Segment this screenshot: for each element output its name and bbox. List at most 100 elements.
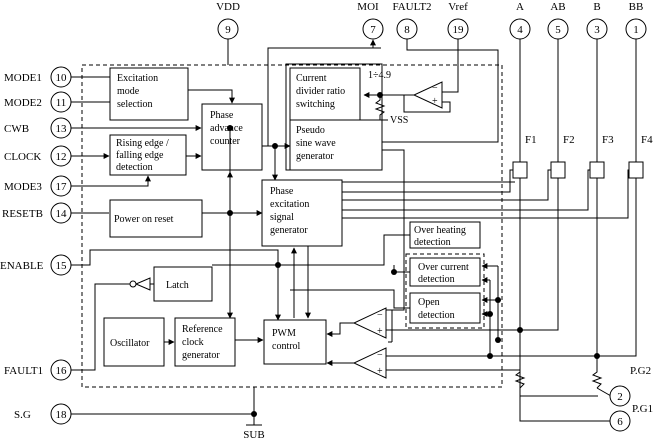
vss-label: VSS xyxy=(390,115,408,126)
pin-fault1-label: FAULT1 xyxy=(4,365,43,377)
svg-text:Phase: Phase xyxy=(270,186,294,197)
pin-mode3: MODE3 17 xyxy=(4,175,151,197)
pin-b-label: B xyxy=(593,1,600,13)
fet-f1-label: F1 xyxy=(525,134,537,146)
pseudo-sine-block: Pseudo sine wave generator xyxy=(289,119,383,171)
pin-sg-number: 18 xyxy=(56,409,68,421)
svg-text:detection: detection xyxy=(414,237,451,248)
comparator-a xyxy=(352,307,387,339)
pin-cwb: CWB 13 xyxy=(4,117,202,139)
svg-text:counter: counter xyxy=(210,136,241,147)
latch-inverter xyxy=(134,277,151,291)
pin-vdd-number: 9 xyxy=(225,24,231,36)
pin-pg1: 6 P.G1 xyxy=(519,396,653,432)
svg-text:generator: generator xyxy=(182,350,220,361)
pin-resetb-number: 14 xyxy=(56,208,68,220)
pin-bb: BB 1 xyxy=(625,1,647,40)
svg-text:Reference: Reference xyxy=(182,324,223,335)
current-divider-block: Current divider ratio switching xyxy=(289,67,361,121)
fet-f2-label: F2 xyxy=(563,134,575,146)
open-detection-block: Open detection xyxy=(409,292,481,324)
pin-enable-label: ENABLE xyxy=(0,260,44,272)
pin-mode2-number: 11 xyxy=(56,97,67,109)
pin-resetb: RESETB 14 xyxy=(2,202,109,224)
pin-fault2: FAULT2 8 xyxy=(392,1,432,40)
pin-bb-label: BB xyxy=(629,1,644,13)
pin-vref-label: Vref xyxy=(448,1,468,13)
pin-ab-number: 5 xyxy=(555,24,561,36)
pin-b-number: 3 xyxy=(594,24,600,36)
pin-enable: ENABLE 15 xyxy=(0,249,279,282)
svg-text:sine wave: sine wave xyxy=(296,138,336,149)
svg-text:Over current: Over current xyxy=(418,262,469,273)
svg-text:+: + xyxy=(432,96,438,107)
fet-f4-label: F4 xyxy=(641,134,653,146)
pin-fault1: FAULT1 16 xyxy=(4,283,112,381)
svg-text:Power on reset: Power on reset xyxy=(114,214,174,225)
svg-text:clock: clock xyxy=(182,337,204,348)
fet-f1: F1 xyxy=(512,39,598,397)
svg-text:+: + xyxy=(377,326,383,337)
pin-fault1-number: 16 xyxy=(56,365,68,377)
ratio-label: 1÷4.9 xyxy=(368,70,391,81)
svg-text:+: + xyxy=(377,366,383,377)
ic-boundary xyxy=(81,64,503,388)
excitation-mode-block: Excitation mode selection xyxy=(109,67,189,121)
pin-a-label: A xyxy=(516,1,524,13)
pin-a-number: 4 xyxy=(517,24,523,36)
svg-text:−: − xyxy=(432,83,438,94)
fet-f3-label: F3 xyxy=(602,134,614,146)
pin-fault2-label: FAULT2 xyxy=(392,1,431,13)
pin-sg: S.G 18 SUB xyxy=(14,387,265,440)
pin-cwb-label: CWB xyxy=(4,123,29,135)
pin-moi-number: 7 xyxy=(370,24,376,36)
svg-text:detection: detection xyxy=(418,274,455,285)
svg-text:control: control xyxy=(272,341,301,352)
svg-text:excitation: excitation xyxy=(270,199,309,210)
pin-sg-label: S.G xyxy=(14,409,31,421)
comparator-b xyxy=(352,347,387,379)
pin-pg1-label: P.G1 xyxy=(632,403,653,415)
pin-clock: CLOCK 12 xyxy=(4,145,110,167)
pin-pg1-number: 6 xyxy=(617,416,623,428)
svg-text:Over heating: Over heating xyxy=(414,225,466,236)
svg-text:Latch: Latch xyxy=(166,280,189,291)
svg-text:Oscillator: Oscillator xyxy=(110,338,150,349)
pin-bb-number: 1 xyxy=(633,24,639,36)
pin-pg2: 2 P.G2 xyxy=(609,365,651,407)
pin-mode3-number: 17 xyxy=(56,181,68,193)
pin-mode2: MODE2 11 xyxy=(4,91,110,113)
pin-enable-number: 15 xyxy=(56,260,68,272)
pin-cwb-number: 13 xyxy=(56,123,68,135)
pin-b: B 3 xyxy=(586,1,608,40)
svg-text:Phase: Phase xyxy=(210,110,234,121)
svg-text:−: − xyxy=(377,350,383,361)
svg-text:Pseudo: Pseudo xyxy=(296,125,325,136)
fet-f4: F4 xyxy=(597,39,653,357)
svg-text:detection: detection xyxy=(116,162,153,173)
pin-mode1-label: MODE1 xyxy=(4,72,42,84)
oscillator-block: Oscillator xyxy=(103,317,165,367)
pin-fault2-number: 8 xyxy=(404,24,410,36)
phase-excitation-block: Phase excitation signal generator xyxy=(261,179,343,247)
svg-text:Excitation: Excitation xyxy=(117,73,158,84)
svg-text:Current: Current xyxy=(296,73,327,84)
svg-text:advance: advance xyxy=(210,123,243,134)
pin-clock-number: 12 xyxy=(56,151,67,163)
fet-f2: F2 xyxy=(520,39,575,331)
pin-vdd-label: VDD xyxy=(216,1,240,13)
pin-vref-number: 19 xyxy=(453,24,465,36)
svg-text:switching: switching xyxy=(296,99,335,110)
pwm-control-block: PWM control xyxy=(263,319,327,365)
edge-detection-block: Rising edge / falling edge detection xyxy=(109,134,187,176)
pin-moi-circle xyxy=(362,18,384,40)
reference-clock-block: Reference clock generator xyxy=(174,317,236,367)
latch-block: Latch xyxy=(153,266,213,302)
svg-text:−: − xyxy=(377,310,383,321)
svg-text:Rising edge /: Rising edge / xyxy=(116,138,169,149)
pin-ab-label: AB xyxy=(550,1,565,13)
sub-label: SUB xyxy=(243,429,264,440)
svg-text:generator: generator xyxy=(296,151,334,162)
svg-text:mode: mode xyxy=(117,86,140,97)
svg-text:Open: Open xyxy=(418,297,440,308)
